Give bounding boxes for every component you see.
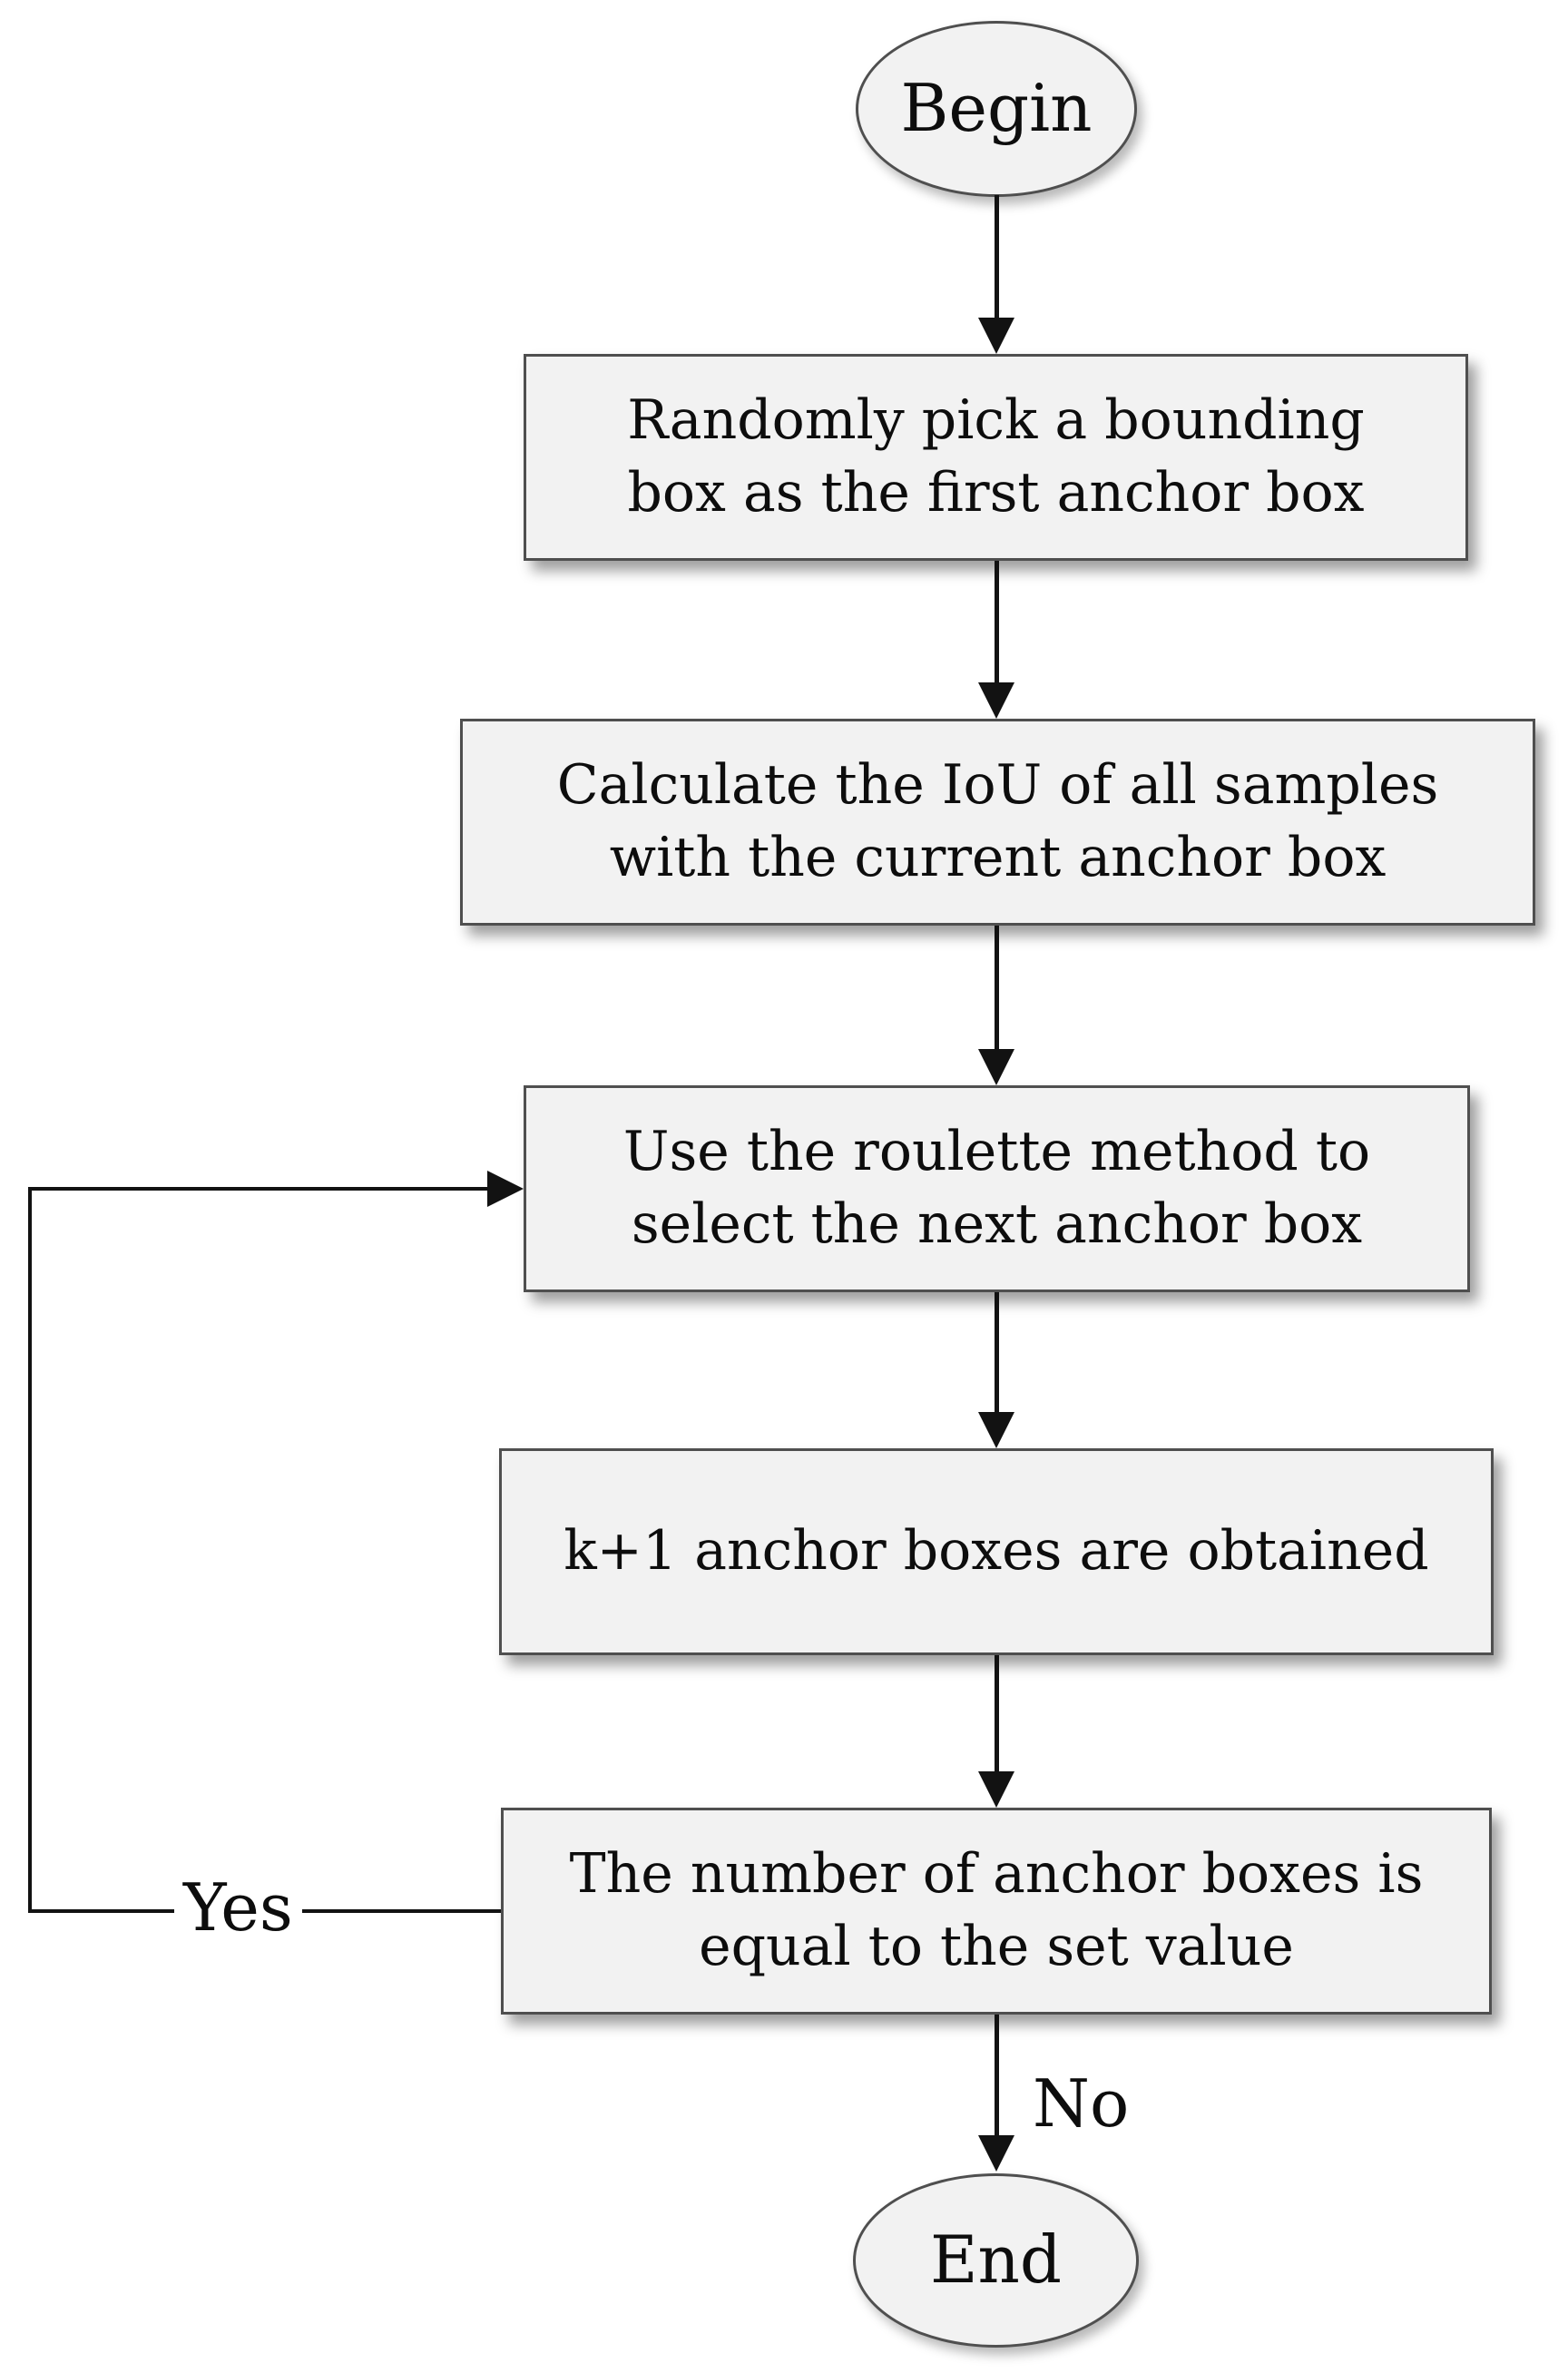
node-end-label: End [929, 2221, 1063, 2299]
edge-label-no: No [1033, 2065, 1130, 2142]
connector-step1-step2-line [995, 561, 999, 686]
node-k-plus-1-obtained: k+1 anchor boxes are obtained [499, 1448, 1494, 1655]
connector-step5-end-arrowhead-icon [978, 2135, 1014, 2172]
connector-begin-step1-line [995, 195, 999, 322]
node-begin-label: Begin [900, 70, 1093, 147]
connector-begin-step1-arrowhead-icon [978, 318, 1014, 354]
loop-line-top [28, 1187, 487, 1191]
loop-line-vertical [28, 1187, 32, 1913]
connector-step3-step4-arrowhead-icon [978, 1412, 1014, 1448]
connector-step2-step3-line [995, 926, 999, 1053]
connector-step3-step4-line [995, 1292, 999, 1416]
node-end-terminator: End [853, 2173, 1139, 2348]
edge-label-yes: Yes [174, 1871, 302, 1944]
connector-step1-step2-arrowhead-icon [978, 682, 1014, 719]
connector-step4-step5-line [995, 1655, 999, 1775]
loop-arrowhead-icon [487, 1171, 524, 1207]
connector-step5-end-line [995, 2015, 999, 2139]
connector-step4-step5-arrowhead-icon [978, 1771, 1014, 1808]
connector-step2-step3-arrowhead-icon [978, 1049, 1014, 1085]
node-begin-terminator: Begin [856, 21, 1137, 197]
